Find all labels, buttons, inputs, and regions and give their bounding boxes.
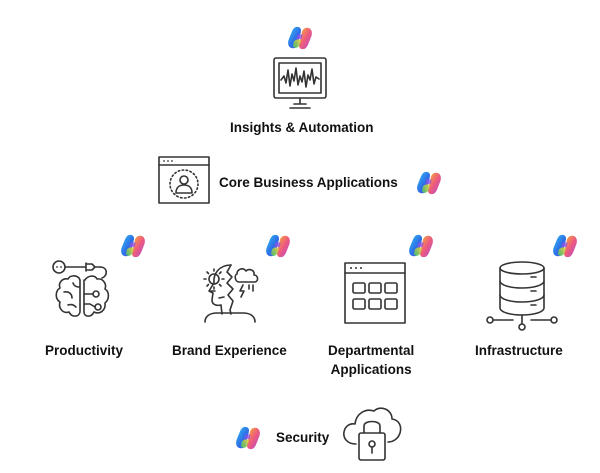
- copilot-logo-icon: [407, 232, 435, 260]
- database-network-icon: [486, 261, 558, 331]
- cloud-lock-icon: [343, 407, 402, 461]
- infrastructure-node: [485, 258, 559, 332]
- productivity-node: [50, 258, 116, 326]
- copilot-logo-icon: [234, 424, 262, 452]
- user-profile-window-icon: [158, 156, 210, 204]
- infrastructure-label: Infrastructure: [475, 343, 563, 358]
- copilot-logo-icon: [551, 232, 579, 260]
- security-node: [340, 402, 404, 464]
- copilot-logo-icon: [286, 24, 314, 52]
- app-grid-window-icon: [344, 262, 406, 324]
- productivity-label: Productivity: [45, 343, 124, 358]
- departmental-label-line2: Applications: [330, 362, 412, 377]
- core-business-node: [158, 156, 210, 204]
- insights-automation-node: [272, 56, 328, 112]
- departmental-applications-label: Departmental Applications: [328, 341, 414, 379]
- core-business-label: Core Business Applications: [219, 175, 398, 190]
- head-weather-icon: [203, 264, 259, 323]
- brand-experience-label: Brand Experience: [172, 343, 287, 358]
- departmental-applications-node: [344, 262, 406, 324]
- copilot-logo-icon: [119, 232, 147, 260]
- brain-plug-icon: [52, 260, 110, 317]
- monitor-waveform-icon: [273, 57, 327, 109]
- copilot-logo-icon: [264, 232, 292, 260]
- insights-automation-label: Insights & Automation: [230, 120, 374, 135]
- security-label: Security: [276, 430, 330, 445]
- departmental-label-line1: Departmental: [328, 343, 415, 358]
- brand-experience-node: [197, 258, 265, 326]
- copilot-logo-icon: [415, 169, 443, 197]
